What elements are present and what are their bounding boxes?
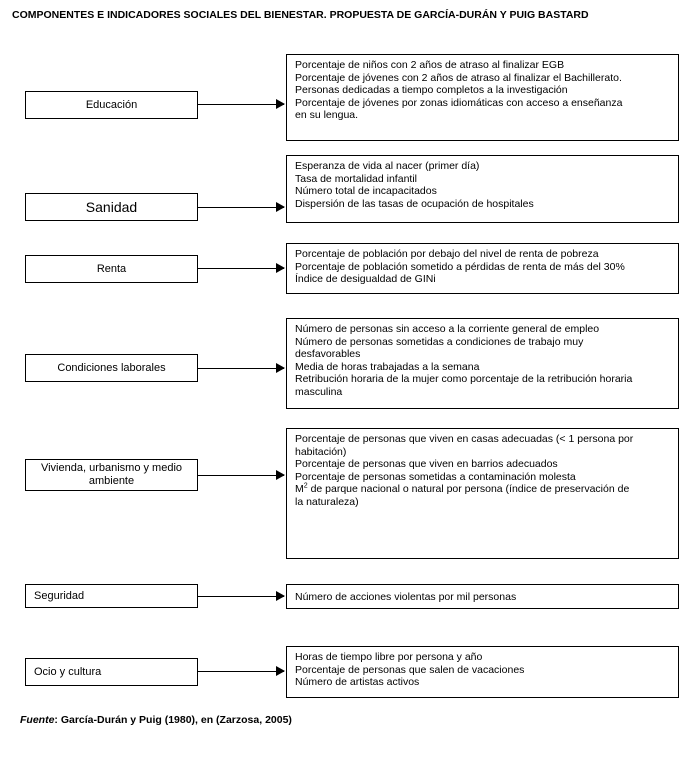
- indicator-item: la naturaleza): [295, 495, 359, 508]
- indicator-item: Retribución horaria de la mujer como por…: [295, 373, 633, 385]
- category-label: Ocio y cultura: [34, 665, 102, 678]
- arrow-connector: [198, 591, 285, 601]
- page-title: COMPONENTES E INDICADORES SOCIALES DEL B…: [12, 9, 589, 21]
- category-box-renta: Renta: [25, 255, 198, 283]
- category-label: Condiciones laborales: [57, 361, 166, 374]
- indicator-item: Porcentaje de personas que viven en barr…: [295, 458, 558, 470]
- superscript-2: 2: [303, 482, 308, 490]
- indicator-item: Porcentaje de personas que viven en casa…: [295, 433, 634, 445]
- indicator-box-condiciones-laborales: Número de personas sin acceso a la corri…: [286, 318, 679, 409]
- arrow-connector: [198, 470, 285, 480]
- source-label: Fuente: [20, 714, 55, 726]
- indicator-box-sanidad: Esperanza de vida al nacer (primer día) …: [286, 155, 679, 223]
- indicator-box-educacion: Porcentaje de niños con 2 años de atraso…: [286, 54, 679, 141]
- category-label: Sanidad: [85, 198, 138, 215]
- indicator-item: Horas de tiempo libre por persona y año: [295, 651, 483, 663]
- indicator-item: Índice de desigualdad de GINi: [295, 273, 436, 285]
- category-label: Educación: [85, 98, 138, 111]
- indicator-item: Tasa de mortalidad infantil: [295, 172, 417, 185]
- indicator-item: masculina: [295, 385, 343, 398]
- indicator-item: Porcentaje de población por debajo del n…: [295, 248, 599, 260]
- indicator-item: habitación): [295, 445, 347, 458]
- indicator-item: Número de personas sometidas a condicion…: [295, 335, 584, 348]
- indicator-item: Media de horas trabajadas a la semana: [295, 360, 480, 373]
- indicator-item: Número total de incapacitados: [295, 185, 437, 197]
- category-box-educacion: Educación: [25, 91, 198, 119]
- indicator-item: Número de artistas activos: [295, 676, 420, 688]
- indicator-item: desfavorables: [295, 348, 361, 360]
- arrow-connector: [198, 363, 285, 373]
- category-box-vivienda: Vivienda, urbanismo y medio ambiente: [25, 459, 198, 491]
- indicator-item: Número de acciones violentas por mil per…: [295, 591, 517, 603]
- indicator-item: M2 de parque nacional o natural por pers…: [295, 483, 672, 496]
- category-box-ocio-cultura: Ocio y cultura: [25, 658, 198, 686]
- category-box-seguridad: Seguridad: [25, 584, 198, 608]
- indicator-item: Porcentaje de niños con 2 años de atraso…: [295, 59, 565, 71]
- indicator-box-renta: Porcentaje de población por debajo del n…: [286, 243, 679, 294]
- indicator-item: Porcentaje de población sometido a pérdi…: [295, 260, 625, 273]
- indicator-item: Esperanza de vida al nacer (primer día): [295, 160, 480, 172]
- indicator-item: Porcentaje de jóvenes por zonas idiomáti…: [295, 96, 623, 109]
- category-label: Seguridad: [34, 589, 85, 602]
- arrow-connector: [198, 202, 285, 212]
- category-label-line: ambiente: [88, 475, 135, 487]
- category-label-line: Vivienda, urbanismo y medio: [40, 462, 183, 474]
- category-box-sanidad: Sanidad: [25, 193, 198, 221]
- source-text: : García-Durán y Puig (1980), en (Zarzos…: [54, 714, 292, 726]
- category-box-condiciones-laborales: Condiciones laborales: [25, 354, 198, 382]
- source-note: Fuente: García-Durán y Puig (1980), en (…: [20, 714, 292, 726]
- indicator-item: Dispersión de las tasas de ocupación de …: [295, 197, 534, 210]
- arrow-connector: [198, 666, 285, 676]
- category-label: Renta: [96, 262, 127, 275]
- indicator-item: Personas dedicadas a tiempo completos a …: [295, 84, 568, 96]
- indicator-item: Porcentaje de personas que salen de vaca…: [295, 663, 525, 676]
- indicator-item: Porcentaje de personas sometidas a conta…: [295, 470, 576, 483]
- indicator-item: Número de personas sin acceso a la corri…: [295, 323, 600, 335]
- indicator-box-seguridad: Número de acciones violentas por mil per…: [286, 584, 679, 609]
- indicator-text: de parque nacional o natural por persona…: [307, 483, 630, 495]
- indicator-item: en su lengua.: [295, 109, 359, 121]
- indicator-box-ocio-cultura: Horas de tiempo libre por persona y año …: [286, 646, 679, 698]
- arrow-connector: [198, 99, 285, 109]
- indicator-item: Porcentaje de jóvenes con 2 años de atra…: [295, 71, 622, 84]
- arrow-connector: [198, 263, 285, 273]
- m2-prefix: M: [295, 483, 304, 495]
- indicator-box-vivienda: Porcentaje de personas que viven en casa…: [286, 428, 679, 559]
